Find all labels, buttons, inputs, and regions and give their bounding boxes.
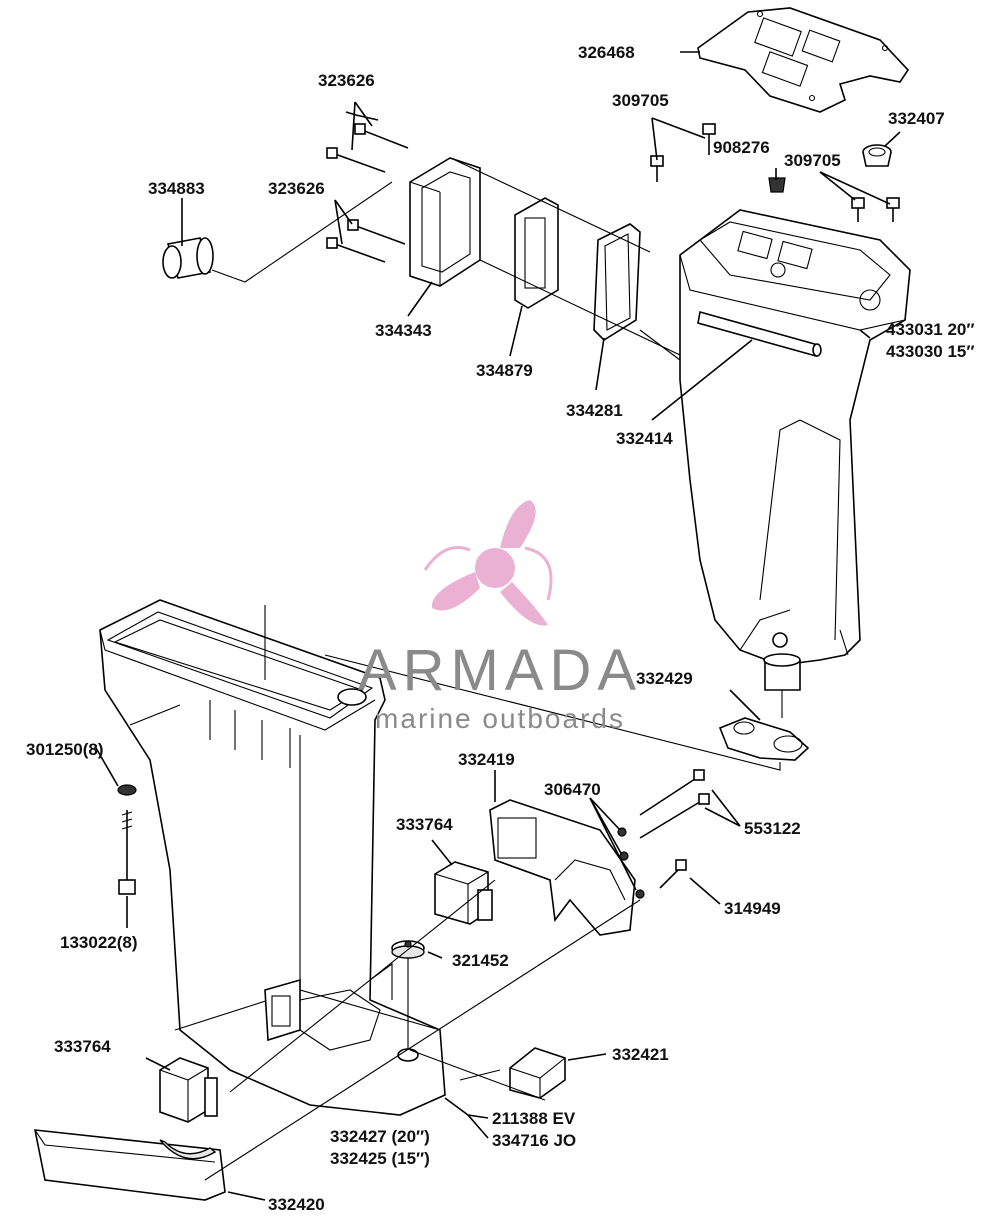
exhaust-housing [679, 209, 911, 691]
watermark-tagline: marine outboards [375, 703, 625, 734]
armada-logo [423, 500, 553, 626]
label-332407: 332407 [888, 109, 945, 128]
label-553122: 553122 [744, 819, 801, 838]
plug-908276 [768, 177, 786, 193]
seal-332429 [718, 717, 810, 761]
label-333764-upper: 333764 [396, 815, 453, 834]
label-211388: 211388 EV [492, 1109, 576, 1128]
lower-assembly-lines [129, 605, 641, 1181]
label-133022: 133022(8) [60, 933, 138, 952]
label-332419: 332419 [458, 750, 515, 769]
label-309705-right: 309705 [784, 151, 841, 170]
gasket-326468 [697, 7, 910, 113]
line-332429 [324, 654, 781, 771]
bolt-314949 [659, 859, 687, 889]
leader-lines [95, 51, 901, 1201]
label-309705-left: 309705 [612, 91, 669, 110]
label-332427: 332427 (20″) [330, 1127, 430, 1146]
label-326468: 326468 [578, 43, 635, 62]
label-323626-top: 323626 [318, 71, 375, 90]
bolt-133022 [117, 784, 137, 895]
bolts-553122 [639, 769, 710, 839]
grommet-321452 [391, 940, 425, 1050]
label-334716: 334716 JO [492, 1131, 576, 1150]
label-314949: 314949 [724, 899, 781, 918]
label-301250: 301250(8) [26, 740, 104, 759]
pad-332421 [509, 1047, 566, 1099]
seal-332407 [862, 144, 892, 167]
label-333764-lower: 333764 [54, 1037, 111, 1056]
label-334343: 334343 [375, 321, 432, 340]
label-306470: 306470 [544, 780, 601, 799]
pad-333764-lower [159, 1057, 218, 1123]
bolts-309705 [650, 123, 900, 222]
label-433030: 433030 15″ [886, 342, 975, 361]
label-321452: 321452 [452, 951, 509, 970]
watermark-brand: ARMADA [358, 638, 642, 703]
driveshaft-housing [99, 599, 446, 1116]
tube-332414 [697, 310, 822, 358]
label-334883: 334883 [148, 179, 205, 198]
plate-334343 [409, 157, 481, 287]
label-332429: 332429 [636, 669, 693, 688]
label-332421: 332421 [612, 1045, 669, 1064]
label-332425: 332425 (15″) [330, 1149, 430, 1168]
label-323626-bottom: 323626 [268, 179, 325, 198]
label-908276: 908276 [713, 138, 770, 157]
skeg-guard-332420 [34, 1129, 226, 1201]
gasket-334281 [593, 223, 641, 342]
label-433031: 433031 20″ [886, 320, 975, 339]
gasket-334879 [514, 197, 559, 309]
label-334281: 334281 [566, 401, 623, 420]
bolts-323626 [326, 123, 409, 263]
bracket-332419 [489, 799, 636, 936]
pad-333764-upper [434, 861, 493, 925]
grommet-334883 [162, 237, 214, 279]
label-332414: 332414 [616, 429, 673, 448]
label-332420: 332420 [268, 1195, 325, 1214]
upper-assembly-lines [211, 159, 681, 361]
label-334879: 334879 [476, 361, 533, 380]
